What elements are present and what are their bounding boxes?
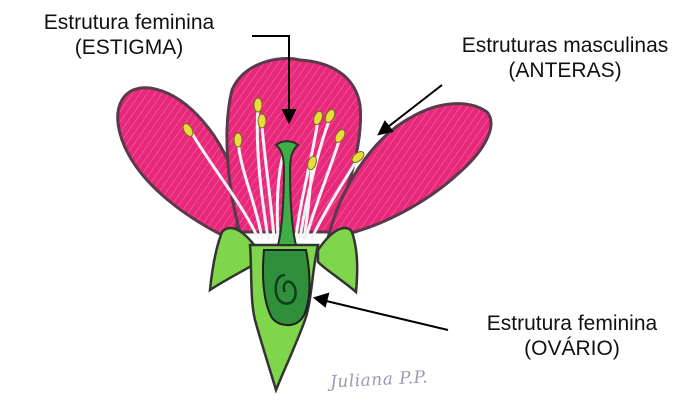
label-ovary-line1: Estrutura feminina — [452, 311, 692, 336]
label-ovary-line2: (OVÁRIO) — [452, 336, 692, 361]
label-stigma-line2: (ESTIGMA) — [6, 35, 252, 60]
ovary-pointer — [322, 300, 448, 330]
right-sepal — [318, 228, 357, 292]
label-stigma: Estrutura feminina (ESTIGMA) — [6, 10, 252, 60]
label-anthers-line2: (ANTERAS) — [430, 58, 700, 83]
label-anthers-line1: Estruturas masculinas — [430, 33, 700, 58]
ovary — [263, 250, 310, 325]
left-petal — [118, 88, 239, 240]
label-stigma-line1: Estrutura feminina — [6, 10, 252, 35]
label-ovary: Estrutura feminina (OVÁRIO) — [452, 311, 692, 361]
label-anthers: Estruturas masculinas (ANTERAS) — [430, 33, 700, 83]
